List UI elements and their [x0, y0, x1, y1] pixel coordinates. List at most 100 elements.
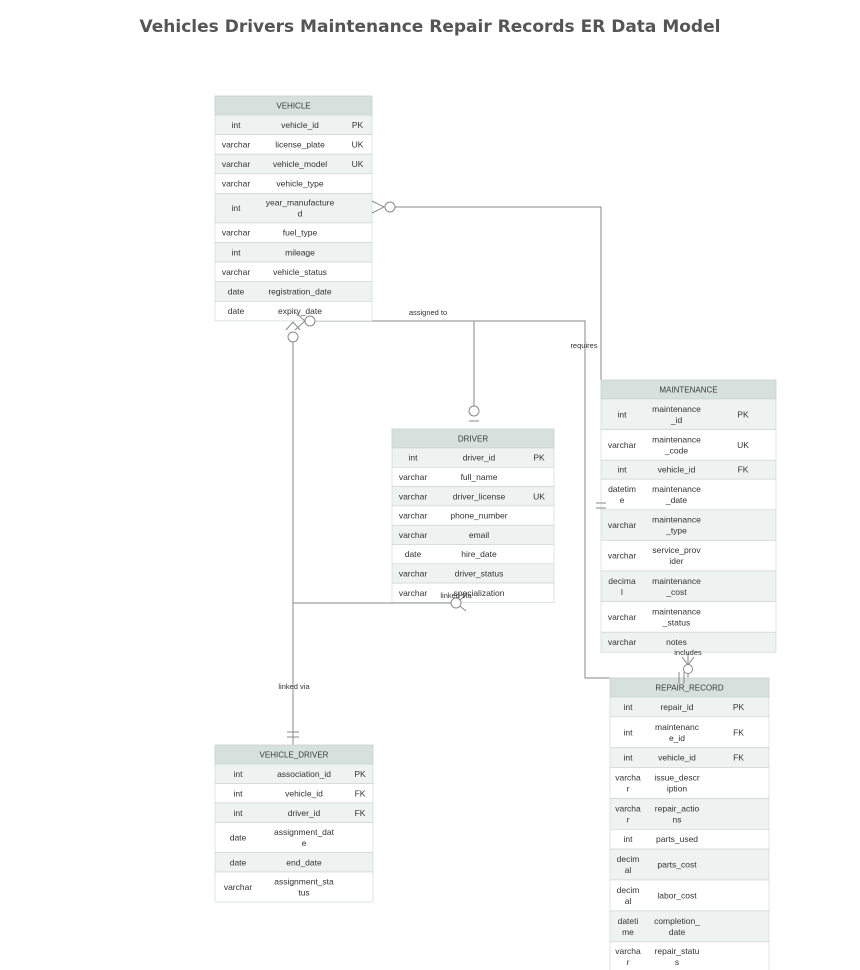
rel-label-linked-via: linked via — [278, 682, 310, 691]
table-row — [214, 300, 373, 322]
column-type: varchar — [608, 612, 637, 622]
column-key: PK — [733, 702, 745, 712]
column-key: FK — [733, 753, 744, 763]
table-row — [600, 478, 777, 511]
column-type: varchar — [222, 267, 251, 277]
column-type: date — [228, 287, 245, 297]
column-name: driver_license — [453, 491, 506, 501]
column-name: completion_date — [654, 916, 700, 937]
cardinality-symbols — [285, 200, 695, 738]
column-key: PK — [352, 120, 364, 130]
column-name: driver_id — [463, 453, 496, 463]
column-type: int — [409, 453, 419, 463]
table-row — [609, 767, 770, 799]
column-type: int — [624, 727, 634, 737]
one-bar-icon — [287, 731, 299, 738]
column-key: PK — [533, 453, 545, 463]
column-type: date — [228, 306, 245, 316]
column-type: int — [234, 788, 244, 798]
column-type: varchar — [222, 179, 251, 189]
rel-label-requires: requires — [570, 341, 597, 350]
entity-name: VEHICLE_DRIVER — [260, 751, 329, 760]
table-row — [600, 570, 777, 602]
column-name: specialization — [453, 588, 504, 598]
column-name: registration_date — [268, 287, 332, 297]
table-row — [600, 540, 777, 572]
column-name: full_name — [461, 472, 498, 482]
column-type: varchar — [608, 637, 637, 647]
column-name: end_date — [286, 857, 322, 867]
zero-circle-icon — [384, 201, 396, 213]
column-type: int — [234, 769, 244, 779]
column-key: UK — [352, 139, 364, 149]
column-type: varchar — [224, 882, 253, 892]
column-type: int — [624, 702, 634, 712]
column-type: varchar — [222, 139, 251, 149]
column-name: maintenance_cost — [652, 576, 701, 597]
zero-circle-icon — [304, 315, 316, 327]
entity-name: REPAIR_RECORD — [655, 684, 724, 693]
table-row — [609, 879, 770, 912]
column-type: varchar — [399, 568, 428, 578]
crows-foot-icon — [294, 311, 306, 331]
column-type: varchar — [399, 472, 428, 482]
column-name: driver_id — [288, 808, 321, 818]
zero-circle-icon — [683, 664, 693, 674]
column-name: vehicle_type — [276, 179, 324, 189]
table-row — [609, 941, 770, 970]
table-row — [600, 429, 777, 461]
column-type: varchar — [399, 491, 428, 501]
diagram-title: Vehicles Drivers Maintenance Repair Reco… — [140, 17, 721, 37]
column-type: varchar — [399, 511, 428, 521]
column-name: vehicle_status — [273, 267, 327, 277]
column-type: varchar — [222, 159, 251, 169]
column-key: FK — [738, 465, 749, 475]
table-row — [609, 910, 770, 943]
entity-name: MAINTENANCE — [659, 386, 717, 395]
table-row — [600, 398, 777, 430]
rel-label-includes: includes — [674, 648, 702, 657]
column-key: UK — [737, 440, 749, 450]
column-key: FK — [733, 727, 744, 737]
column-name: maintenance_type — [652, 515, 701, 536]
table-row — [600, 601, 777, 633]
column-type: varchar — [399, 530, 428, 540]
column-key: UK — [352, 159, 364, 169]
column-name: maintenance_code — [652, 434, 701, 455]
relationship-labels: assigned to requires includes linked via… — [278, 308, 702, 691]
column-name: vehicle_id — [281, 120, 319, 130]
entity-name: DRIVER — [458, 435, 488, 444]
column-name: expiry_date — [278, 306, 322, 316]
entity-maintenance[interactable]: MAINTENANCEintmaintenance_idPKvarcharmai… — [600, 379, 777, 653]
column-name: email — [469, 530, 489, 540]
column-type: varchar — [608, 520, 637, 530]
column-key: UK — [533, 491, 545, 501]
column-type: int — [624, 834, 634, 844]
column-type: varchar — [608, 551, 637, 561]
column-type: int — [232, 203, 242, 213]
column-type: date — [230, 857, 247, 867]
rel-label-assigned-to: assigned to — [409, 308, 447, 317]
table-row — [391, 582, 555, 603]
column-key: FK — [355, 788, 366, 798]
requires-line — [390, 206, 602, 380]
column-key: PK — [354, 769, 366, 779]
one-bar-icon — [596, 502, 606, 509]
